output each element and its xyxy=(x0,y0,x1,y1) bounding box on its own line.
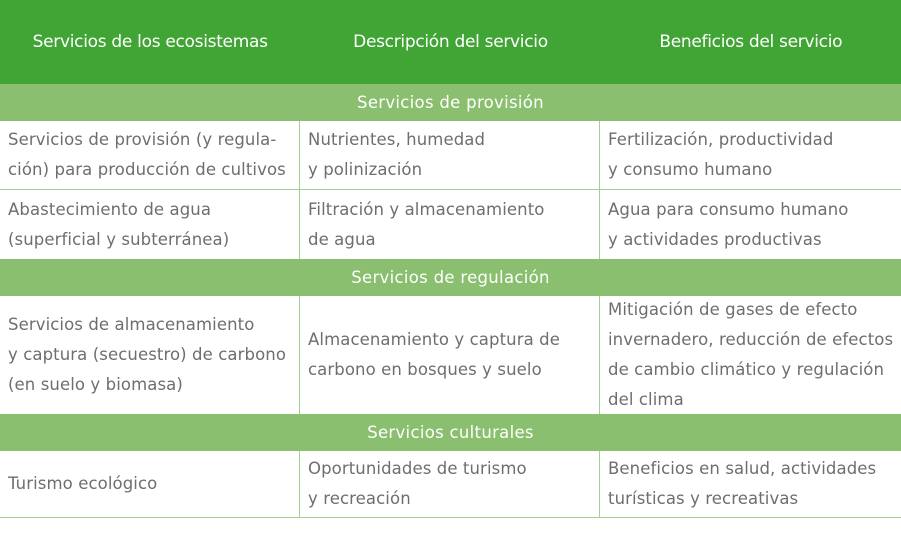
ecosystem-services-table: Servicios de los ecosistemas Descripción… xyxy=(0,0,901,518)
table-header: Servicios de los ecosistemas Descripción… xyxy=(0,0,901,84)
cell-line: invernadero, reducción de efectos xyxy=(608,330,894,349)
description-cell: Oportunidades de turismo y recreación xyxy=(300,451,600,517)
service-cell: Servicios de almacenamiento y captura (s… xyxy=(0,296,300,414)
benefits-cell: Agua para consumo humano y actividades p… xyxy=(600,190,901,259)
cell-line: Almacenamiento y captura de xyxy=(308,330,560,349)
cell-line: del clima xyxy=(608,390,684,409)
column-header-services: Servicios de los ecosistemas xyxy=(32,32,268,52)
cell-line: turísticas y recreativas xyxy=(608,489,799,508)
section-header-provision: Servicios de provisión xyxy=(0,84,901,121)
service-cell: Abastecimiento de agua (superficial y su… xyxy=(0,190,300,259)
cell-line: y consumo humano xyxy=(608,160,773,179)
cell-line: Nutrientes, humedad xyxy=(308,130,486,149)
cell-line: Beneficios en salud, actividades xyxy=(608,459,877,478)
description-cell: Nutrientes, humedad y polinización xyxy=(300,121,600,189)
table-row: Servicios de provisión (y regula- ción) … xyxy=(0,121,901,190)
description-cell: Almacenamiento y captura de carbono en b… xyxy=(300,296,600,414)
cell-line: (superficial y subterránea) xyxy=(8,229,230,249)
cell-line: y polinización xyxy=(308,160,423,179)
table-row: Turismo ecológico Oportunidades de turis… xyxy=(0,451,901,518)
cell-line: de cambio climático y regulación xyxy=(608,360,885,379)
cell-line: y captura (secuestro) de carbono xyxy=(8,345,287,364)
description-cell: Filtración y almacenamiento de agua xyxy=(300,190,600,259)
cell-line: Abastecimiento de agua xyxy=(8,199,212,219)
column-header-benefits: Beneficios del servicio xyxy=(659,32,843,52)
service-cell: Servicios de provisión (y regula- ción) … xyxy=(0,121,300,189)
section-header-regulation: Servicios de regulación xyxy=(0,259,901,296)
cell-line: ción) para producción de cultivos xyxy=(8,160,286,179)
benefits-cell: Fertilización, productividad y consumo h… xyxy=(600,121,901,189)
section-header-cultural: Servicios culturales xyxy=(0,414,901,451)
table-row: Abastecimiento de agua (superficial y su… xyxy=(0,190,901,259)
table-row: Servicios de almacenamiento y captura (s… xyxy=(0,296,901,414)
benefits-cell: Mitigación de gases de efecto invernader… xyxy=(600,296,901,414)
cell-line: Servicios de provisión (y regula- xyxy=(8,130,277,149)
cell-line: Fertilización, productividad xyxy=(608,130,834,149)
column-header-description: Descripción del servicio xyxy=(353,32,548,52)
cell-line: y recreación xyxy=(308,489,411,508)
cell-line: Turismo ecológico xyxy=(8,474,158,493)
cell-line: Servicios de almacenamiento xyxy=(8,315,255,334)
benefits-cell: Beneficios en salud, actividades turísti… xyxy=(600,451,901,517)
cell-line: carbono en bosques y suelo xyxy=(308,360,542,379)
cell-line: Agua para consumo humano xyxy=(608,199,849,219)
cell-line: Oportunidades de turismo xyxy=(308,459,527,478)
cell-line: y actividades productivas xyxy=(608,229,822,249)
cell-line: de agua xyxy=(308,229,376,249)
cell-line: Filtración y almacenamiento xyxy=(308,199,545,219)
service-cell: Turismo ecológico xyxy=(0,451,300,517)
cell-line: (en suelo y biomasa) xyxy=(8,375,183,394)
cell-line: Mitigación de gases de efecto xyxy=(608,300,858,319)
